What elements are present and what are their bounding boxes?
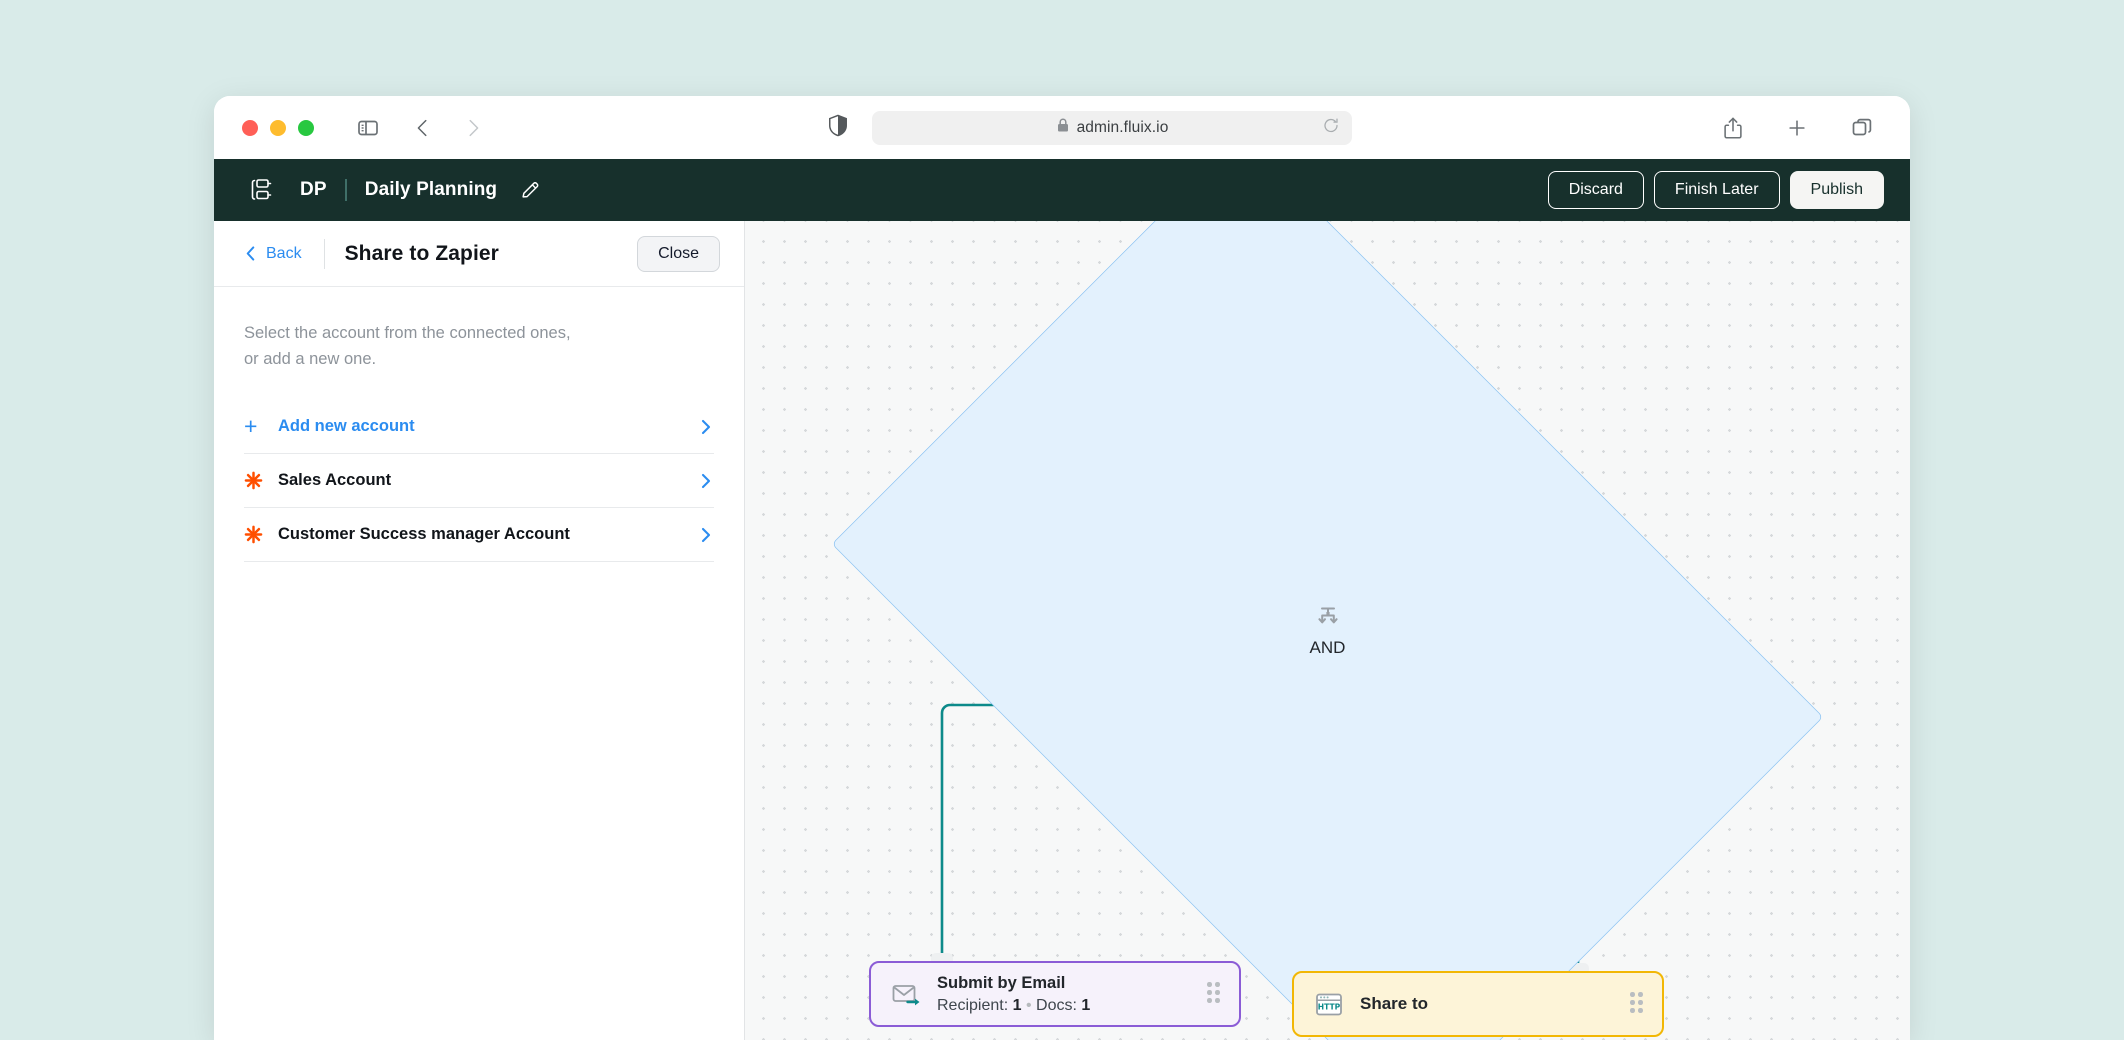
- tabs-overview-icon[interactable]: [1850, 116, 1874, 140]
- gateway-label: AND: [1309, 637, 1346, 657]
- zapier-icon: [244, 471, 278, 490]
- node-share-to[interactable]: HTTP Share to: [1292, 971, 1664, 1037]
- browser-forward-icon[interactable]: [462, 117, 484, 139]
- edge-gateway-to-email: [940, 703, 1171, 959]
- node-share-to-body: Share to: [1360, 994, 1614, 1014]
- node-share-to-title: Share to: [1360, 994, 1429, 1013]
- svg-text:HTTP: HTTP: [1318, 1002, 1341, 1011]
- account-list: + Add new account Sales Account: [244, 400, 714, 563]
- docs-label: Docs:: [1036, 996, 1077, 1014]
- subtitle-separator: •: [1025, 996, 1032, 1014]
- close-button[interactable]: Close: [637, 235, 720, 272]
- chevron-left-icon: [246, 246, 255, 261]
- close-window-button[interactable]: [242, 119, 258, 136]
- share-to-zapier-panel: Back Share to Zapier Close Select the ac…: [214, 221, 745, 1040]
- window-controls: [242, 119, 314, 136]
- app-header: DP Daily Planning Discard Finish Later P…: [214, 159, 1910, 221]
- chevron-right-icon: [700, 419, 712, 435]
- app-body: Back Share to Zapier Close Select the ac…: [214, 221, 1910, 1040]
- docs-value: 1: [1081, 996, 1091, 1014]
- reload-icon[interactable]: [1322, 116, 1340, 139]
- panel-description-line-1: Select the account from the connected on…: [244, 324, 571, 342]
- browser-back-icon[interactable]: [412, 117, 434, 139]
- account-row-customer-success[interactable]: Customer Success manager Account: [244, 508, 714, 563]
- account-label-customer-success: Customer Success manager Account: [278, 525, 570, 544]
- drag-handle-icon[interactable]: [1630, 992, 1646, 1016]
- maximize-window-button[interactable]: [298, 119, 314, 136]
- recipient-label: Recipient:: [937, 996, 1009, 1014]
- header-divider: [344, 179, 347, 201]
- discard-button[interactable]: Discard: [1547, 171, 1644, 209]
- browser-window: admin.fluix.io: [214, 96, 1910, 1040]
- gateway-content: AND: [745, 221, 1910, 1040]
- plus-icon: +: [244, 413, 258, 440]
- address-bar[interactable]: admin.fluix.io: [872, 110, 1352, 145]
- chevron-right-icon: [700, 473, 712, 489]
- panel-header-divider: [323, 238, 325, 269]
- node-submit-by-email-body: Submit by Email Recipient: 1 • Docs: 1: [937, 974, 1191, 1015]
- header-actions: Discard Finish Later Publish: [1547, 171, 1884, 209]
- url-text: admin.fluix.io: [1076, 118, 1169, 136]
- node-parallel-gateway[interactable]: AND: [745, 221, 1824, 1040]
- page-title: Daily Planning: [364, 179, 498, 200]
- browser-toolbar: admin.fluix.io: [214, 96, 1910, 159]
- zapier-icon: [244, 525, 278, 544]
- add-new-account-row[interactable]: + Add new account: [244, 400, 714, 455]
- finish-later-button[interactable]: Finish Later: [1653, 171, 1780, 209]
- share-icon[interactable]: [1722, 116, 1744, 140]
- pencil-icon[interactable]: [519, 179, 541, 201]
- panel-description-line-2: or add a new one.: [244, 349, 377, 368]
- new-tab-icon[interactable]: [1786, 117, 1808, 139]
- panel-description: Select the account from the connected on…: [214, 287, 744, 372]
- node-submit-by-email[interactable]: Submit by Email Recipient: 1 • Docs: 1: [869, 961, 1241, 1027]
- back-label: Back: [266, 244, 302, 262]
- sidebar-toggle-icon[interactable]: [356, 116, 380, 140]
- panel-header: Back Share to Zapier Close: [214, 221, 744, 287]
- publish-button[interactable]: Publish: [1789, 171, 1884, 209]
- workflow-icon: [248, 177, 274, 203]
- drag-handle-icon[interactable]: [1207, 982, 1223, 1006]
- app-header-title-group: DP Daily Planning: [248, 177, 541, 203]
- chevron-right-icon: [700, 527, 712, 543]
- doc-code: DP: [300, 179, 327, 200]
- node-submit-by-email-title: Submit by Email: [937, 973, 1066, 992]
- email-icon: [891, 981, 921, 1007]
- recipient-value: 1: [1012, 996, 1022, 1014]
- browser-toolbar-actions: [1722, 116, 1874, 140]
- node-submit-by-email-subtitle: Recipient: 1 • Docs: 1: [937, 997, 1191, 1015]
- parallel-gateway-icon: [1314, 604, 1342, 635]
- lock-icon: [1056, 117, 1070, 138]
- http-icon: HTTP: [1314, 991, 1344, 1018]
- minimize-window-button[interactable]: [270, 119, 286, 136]
- account-label-sales: Sales Account: [278, 471, 392, 490]
- back-button[interactable]: Back: [244, 245, 302, 263]
- add-new-account-label: Add new account: [278, 417, 415, 436]
- account-row-sales[interactable]: Sales Account: [244, 454, 714, 509]
- shield-icon[interactable]: [827, 113, 849, 142]
- panel-title: Share to Zapier: [344, 241, 499, 265]
- workflow-canvas[interactable]: Start Event User / Guest Action: [745, 221, 1910, 1040]
